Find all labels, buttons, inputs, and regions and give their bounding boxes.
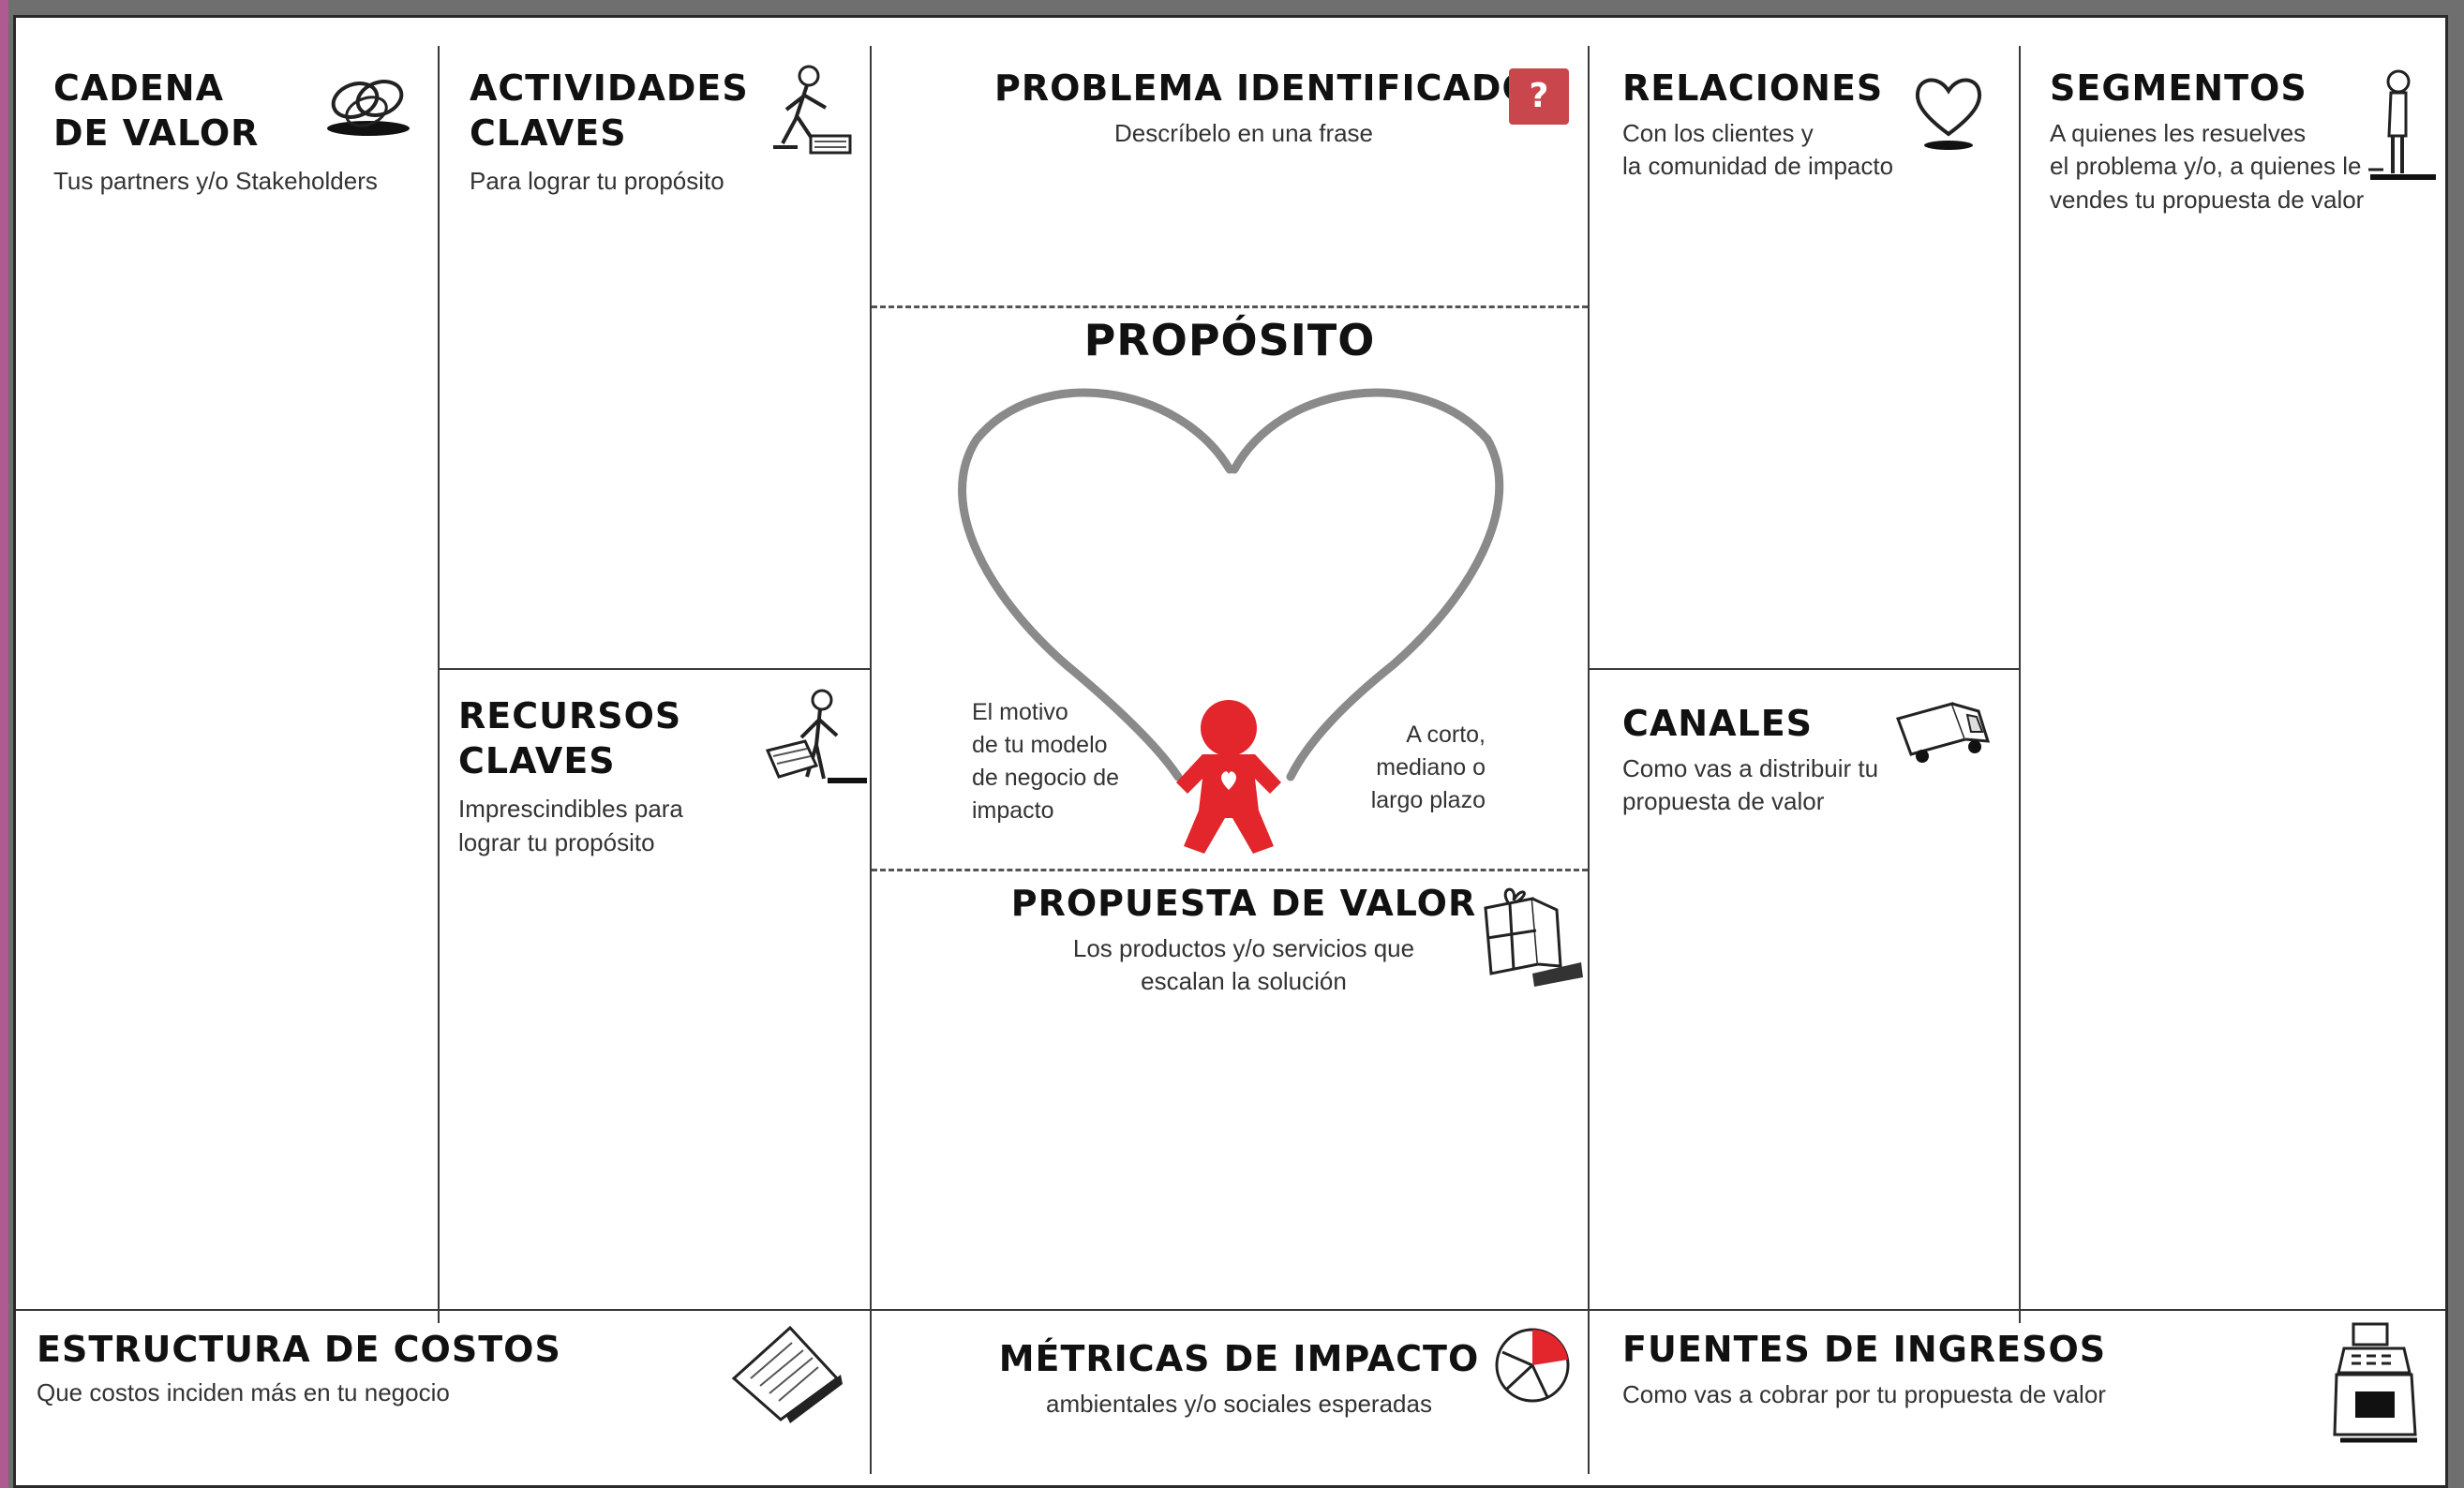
- canales-section: CANALES Como vas a distribuir tu propues…: [1622, 702, 1997, 819]
- actividades-title: ACTIVIDADES CLAVES: [470, 67, 749, 154]
- propuesta-de-valor-section: PROPUESTA DE VALOR Los productos y/o ser…: [972, 882, 1516, 999]
- metricas-title: MÉTRICAS DE IMPACTO: [998, 1338, 1480, 1379]
- divider-h-bottom: [16, 1309, 2445, 1311]
- segmentos-title: SEGMENTOS: [2050, 67, 2307, 109]
- fuentes-subtitle: Como vas a cobrar por tu propuesta de va…: [1622, 1379, 2106, 1408]
- relaciones-title: RELACIONES: [1622, 67, 1884, 109]
- recursos-title: RECURSOS CLAVES: [458, 695, 682, 781]
- propuesta-title: PROPUESTA DE VALOR: [1010, 883, 1477, 924]
- problema-title: PROBLEMA IDENTIFICADO: [994, 67, 1533, 109]
- cadena-de-valor-section: CADENA DE VALOR Tus partners y/o Stakeho…: [53, 67, 410, 199]
- metricas-subtitle: ambientales y/o sociales esperadas: [1046, 1389, 1432, 1418]
- canales-subtitle: Como vas a distribuir tu propuesta de va…: [1622, 753, 1879, 816]
- truck-icon: [1892, 696, 1995, 785]
- gingerbread-person-icon: [1176, 700, 1281, 854]
- problema-subtitle: Descríbelo en una frase: [1113, 118, 1374, 147]
- estructura-de-costos-section: ESTRUCTURA DE COSTOS Que costos inciden …: [37, 1328, 693, 1409]
- segmentos-subtitle: A quienes les resuelves el problema y/o,…: [2050, 118, 2365, 215]
- costos-subtitle: Que costos inciden más en tu negocio: [37, 1377, 450, 1406]
- frame-accent-stripe: [0, 0, 8, 1488]
- divider-h-right: [1589, 668, 2020, 670]
- fuentes-title: FUENTES DE INGRESOS: [1622, 1329, 2107, 1370]
- dashed-divider-bottom: [872, 869, 1588, 871]
- canales-title: CANALES: [1622, 703, 1814, 744]
- fuentes-de-ingresos-section: FUENTES DE INGRESOS Como vas a cobrar po…: [1622, 1328, 2335, 1411]
- cadena-subtitle: Tus partners y/o Stakeholders: [53, 167, 378, 195]
- document-stack-icon: [724, 1322, 846, 1430]
- recursos-claves-section: RECURSOS CLAVES Imprescindibles para log…: [458, 694, 833, 860]
- metricas-de-impacto-section: MÉTRICAS DE IMPACTO ambientales y/o soci…: [963, 1337, 1516, 1421]
- propuesta-subtitle: Los productos y/o servicios que escalan …: [1072, 933, 1415, 996]
- proposito-title: PROPÓSITO: [1083, 315, 1376, 365]
- worker-icon: [760, 63, 854, 171]
- divider-v1: [438, 46, 440, 1323]
- relaciones-subtitle: Con los clientes y la comunidad de impac…: [1622, 118, 1894, 181]
- cash-register-icon: [2329, 1317, 2423, 1462]
- dashed-divider-top: [872, 305, 1588, 308]
- pie-chart-icon: [1489, 1315, 1583, 1413]
- actividades-subtitle: Para lograr tu propósito: [470, 167, 724, 195]
- relaciones-section: RELACIONES Con los clientes y la comunid…: [1622, 67, 1997, 184]
- impact-canvas-board: CADENA DE VALOR Tus partners y/o Stakeho…: [13, 15, 2448, 1488]
- costos-title: ESTRUCTURA DE COSTOS: [37, 1329, 561, 1370]
- problema-identificado-section: PROBLEMA IDENTIFICADO Descríbelo en una …: [953, 67, 1534, 150]
- heart-icon: [1911, 72, 1986, 161]
- question-badge-icon: ?: [1509, 68, 1569, 125]
- divider-v3: [1588, 46, 1590, 1474]
- proposito-left-note: El motivo de tu modelo de negocio de imp…: [972, 699, 1120, 824]
- proposito-heart-outline: [958, 388, 1504, 781]
- linked-rings-icon: [321, 70, 415, 150]
- machine-operator-icon: [762, 685, 874, 811]
- question-badge-label: ?: [1529, 77, 1549, 115]
- divider-v2: [870, 46, 872, 1474]
- proposito-right-note: A corto, mediano o largo plazo: [1370, 722, 1486, 813]
- segmentos-section: SEGMENTOS A quienes les resuelves el pro…: [2050, 67, 2425, 217]
- proposito-section: PROPÓSITO: [1047, 314, 1412, 368]
- actividades-claves-section: ACTIVIDADES CLAVES Para lograr tu propós…: [470, 67, 844, 199]
- gift-box-icon: [1476, 880, 1589, 997]
- divider-h-left: [439, 668, 870, 670]
- divider-v4: [2019, 46, 2021, 1323]
- person-icon: [2361, 65, 2440, 201]
- cadena-title: CADENA DE VALOR: [53, 67, 260, 154]
- recursos-subtitle: Imprescindibles para lograr tu propósito: [458, 795, 683, 856]
